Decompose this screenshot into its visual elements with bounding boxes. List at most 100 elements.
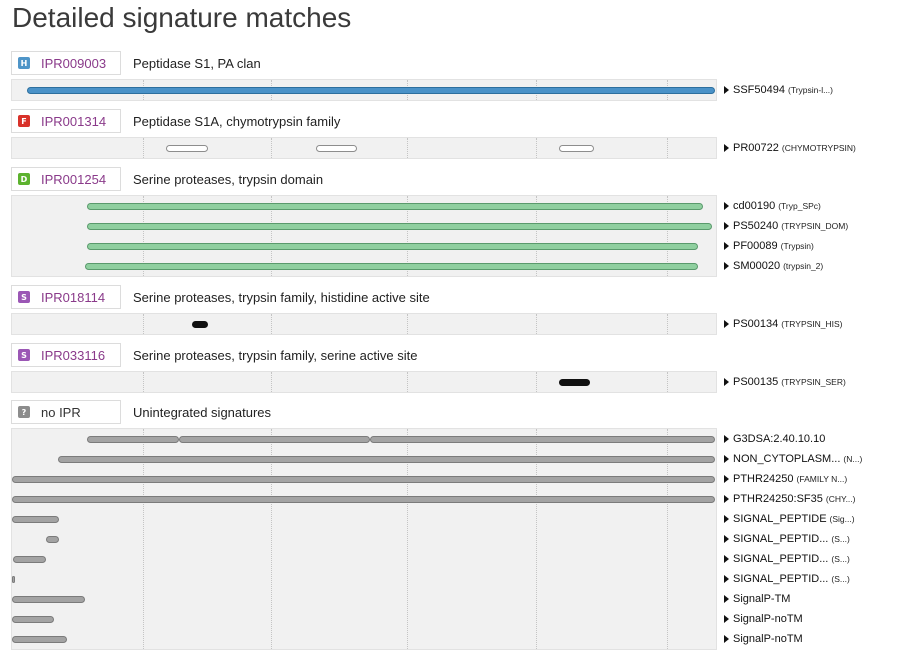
match-bar[interactable] — [12, 495, 715, 503]
signature-accession: G3DSA:2.40.10.10 — [733, 433, 826, 445]
entry-accession-box[interactable]: D IPR001254 — [11, 167, 121, 191]
signature-detail: (Trypsin-l...) — [787, 85, 833, 95]
entry-accession-box[interactable]: S IPR033116 — [11, 343, 121, 367]
signature-label[interactable]: SignalP-TM — [724, 592, 790, 606]
entry-accession-link[interactable]: IPR033116 — [41, 347, 106, 363]
signature-label[interactable]: PR00722(CHYMOTRYPSIN) — [724, 141, 856, 155]
signature-detail: (TRYPSIN_SER) — [781, 377, 846, 387]
expand-triangle-icon[interactable] — [724, 202, 729, 210]
match-bar[interactable] — [12, 475, 715, 483]
match-bar[interactable] — [87, 222, 712, 230]
expand-triangle-icon[interactable] — [724, 535, 729, 543]
match-bar[interactable] — [559, 144, 594, 152]
entry-accession-link[interactable]: IPR009003 — [41, 55, 107, 71]
grid-line — [667, 372, 668, 392]
match-bar[interactable] — [192, 320, 208, 328]
match-track-area — [11, 428, 717, 650]
signature-label[interactable]: SM00020(trypsin_2) — [724, 259, 823, 273]
match-bar[interactable] — [85, 262, 698, 270]
entry-name: Serine proteases, trypsin family, histid… — [133, 289, 430, 305]
match-track-area — [11, 371, 717, 393]
signature-accession: NON_CYTOPLASM... — [733, 453, 841, 465]
match-bar[interactable] — [12, 615, 54, 623]
expand-triangle-icon[interactable] — [724, 144, 729, 152]
expand-triangle-icon[interactable] — [724, 222, 729, 230]
signature-detail: (CHY...) — [825, 494, 856, 504]
entry-accession-link[interactable]: IPR001254 — [41, 171, 107, 187]
match-bar[interactable] — [27, 86, 715, 94]
match-bar[interactable] — [12, 635, 67, 643]
signature-accession: SIGNAL_PEPTID... — [733, 573, 829, 585]
signature-label[interactable]: SignalP-noTM — [724, 632, 803, 646]
entry-type-icon: ? — [18, 406, 30, 418]
match-track-area — [11, 137, 717, 159]
expand-triangle-icon[interactable] — [724, 595, 729, 603]
signature-label[interactable]: cd00190(Tryp_SPc) — [724, 199, 821, 213]
match-bar[interactable] — [46, 535, 59, 543]
entry-name: Serine proteases, trypsin domain — [133, 171, 324, 187]
match-bar[interactable] — [87, 242, 698, 250]
signature-label[interactable]: PF00089(Trypsin) — [724, 239, 814, 253]
entry-name: Peptidase S1A, chymotrypsin family — [133, 113, 341, 129]
signature-label[interactable]: PS00134(TRYPSIN_HIS) — [724, 317, 843, 331]
signature-accession: PR00722 — [733, 142, 779, 154]
match-bar[interactable] — [12, 595, 85, 603]
signature-label[interactable]: SIGNAL_PEPTID...(S...) — [724, 552, 850, 566]
match-bar[interactable] — [12, 515, 59, 523]
entry-accession-link[interactable]: IPR018114 — [41, 289, 106, 305]
expand-triangle-icon[interactable] — [724, 495, 729, 503]
signature-label[interactable]: NON_CYTOPLASM...(N...) — [724, 452, 862, 466]
entry-accession-link[interactable]: IPR001314 — [41, 113, 107, 129]
expand-triangle-icon[interactable] — [724, 475, 729, 483]
expand-triangle-icon[interactable] — [724, 262, 729, 270]
signature-label[interactable]: PS00135(TRYPSIN_SER) — [724, 375, 846, 389]
match-bar[interactable] — [316, 144, 357, 152]
match-bar[interactable] — [58, 455, 715, 463]
match-bar[interactable] — [12, 575, 15, 583]
expand-triangle-icon[interactable] — [724, 515, 729, 523]
signature-accession: PTHR24250:SF35 — [733, 493, 823, 505]
entry-accession-link: no IPR — [41, 404, 81, 420]
expand-triangle-icon[interactable] — [724, 242, 729, 250]
signature-label[interactable]: SSF50494(Trypsin-l...) — [724, 83, 833, 97]
entry-accession-box[interactable]: H IPR009003 — [11, 51, 121, 75]
match-bar[interactable] — [13, 555, 46, 563]
match-track-area — [11, 313, 717, 335]
signature-detail: (CHYMOTRYPSIN) — [781, 143, 856, 153]
entry-type-icon: S — [18, 349, 30, 361]
expand-triangle-icon[interactable] — [724, 635, 729, 643]
signature-label[interactable]: PTHR24250(FAMILY N...) — [724, 472, 847, 486]
expand-triangle-icon[interactable] — [724, 615, 729, 623]
signature-label[interactable]: SignalP-noTM — [724, 612, 803, 626]
expand-triangle-icon[interactable] — [724, 86, 729, 94]
expand-triangle-icon[interactable] — [724, 435, 729, 443]
expand-triangle-icon[interactable] — [724, 378, 729, 386]
signature-label[interactable]: PS50240(TRYPSIN_DOM) — [724, 219, 848, 233]
grid-line — [667, 196, 668, 276]
match-bar[interactable] — [559, 378, 590, 386]
grid-line — [271, 372, 272, 392]
expand-triangle-icon[interactable] — [724, 575, 729, 583]
signature-label[interactable]: SIGNAL_PEPTIDE(Sig...) — [724, 512, 855, 526]
expand-triangle-icon[interactable] — [724, 455, 729, 463]
entry-accession-box[interactable]: ? no IPR — [11, 400, 121, 424]
entry-type-icon: D — [18, 173, 30, 185]
grid-line — [667, 138, 668, 158]
match-bar[interactable] — [87, 435, 179, 443]
match-bar[interactable] — [179, 435, 370, 443]
signature-label[interactable]: G3DSA:2.40.10.10 — [724, 432, 825, 446]
signature-label[interactable]: SIGNAL_PEPTID...(S...) — [724, 532, 850, 546]
signature-label[interactable]: PTHR24250:SF35(CHY...) — [724, 492, 856, 506]
grid-line — [407, 138, 408, 158]
match-bar[interactable] — [166, 144, 208, 152]
signature-label[interactable]: SIGNAL_PEPTID...(S...) — [724, 572, 850, 586]
match-bar[interactable] — [370, 435, 715, 443]
match-bar[interactable] — [87, 202, 703, 210]
expand-triangle-icon[interactable] — [724, 320, 729, 328]
entry-type-icon: H — [18, 57, 30, 69]
expand-triangle-icon[interactable] — [724, 555, 729, 563]
